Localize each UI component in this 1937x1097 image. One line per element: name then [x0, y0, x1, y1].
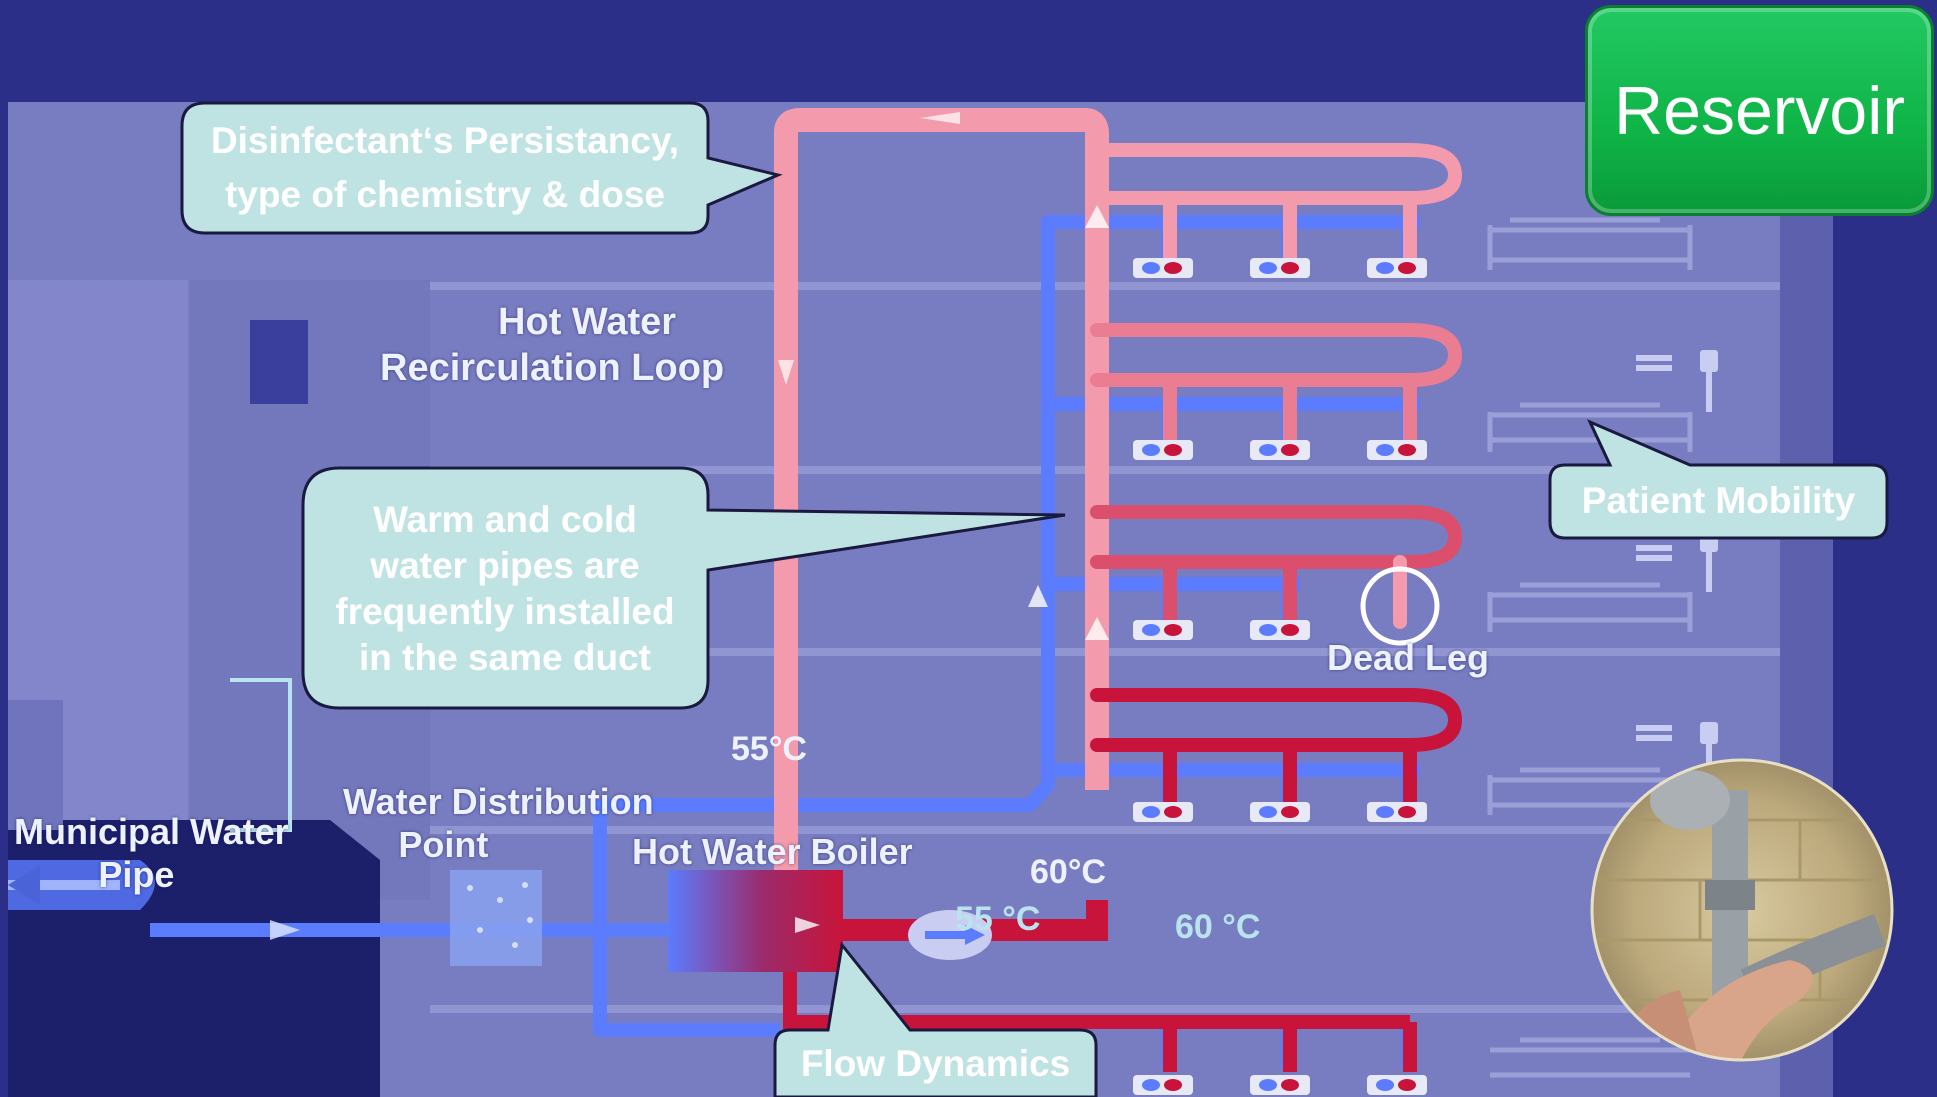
- duct-callout-text: Warm and cold water pipes are frequently…: [305, 475, 705, 703]
- temp-return-top: 55°C: [731, 730, 807, 769]
- duct-line4: in the same duct: [359, 635, 651, 681]
- dead-leg-label: Dead Leg: [1327, 636, 1489, 679]
- distribution-point-label: Water Distribution Point: [343, 780, 654, 866]
- hot-water-loop-label: Hot Water Recirculation Loop: [450, 300, 724, 391]
- hot-water-loop-line1: Hot Water: [450, 300, 724, 346]
- temp-outlet: 60 °C: [1175, 908, 1260, 947]
- boiler-label: Hot Water Boiler: [632, 830, 913, 873]
- duct-line2: water pipes are: [370, 543, 639, 589]
- duct-line1: Warm and cold: [373, 497, 637, 543]
- temp-supply: 60°C: [1030, 853, 1106, 892]
- disinfectant-line2: type of chemistry & dose: [225, 172, 665, 218]
- distribution-line1: Water Distribution: [343, 780, 654, 823]
- hot-water-boiler: [668, 870, 843, 972]
- disinfectant-callout-text: Disinfectant‘s Persistancy, type of chem…: [186, 108, 704, 228]
- temp-mixing: 55 °C: [955, 900, 1040, 939]
- flow-dynamics-text: Flow Dynamics: [777, 1032, 1094, 1097]
- window: [250, 320, 308, 404]
- disinfectant-line1: Disinfectant‘s Persistancy,: [211, 118, 679, 164]
- hot-water-loop-line2: Recirculation Loop: [380, 346, 724, 392]
- duct-line3: frequently installed: [335, 589, 674, 635]
- patient-mobility-text: Patient Mobility: [1552, 467, 1885, 536]
- reservoir-button[interactable]: Reservoir: [1585, 5, 1934, 216]
- distribution-line2: Point: [233, 823, 654, 866]
